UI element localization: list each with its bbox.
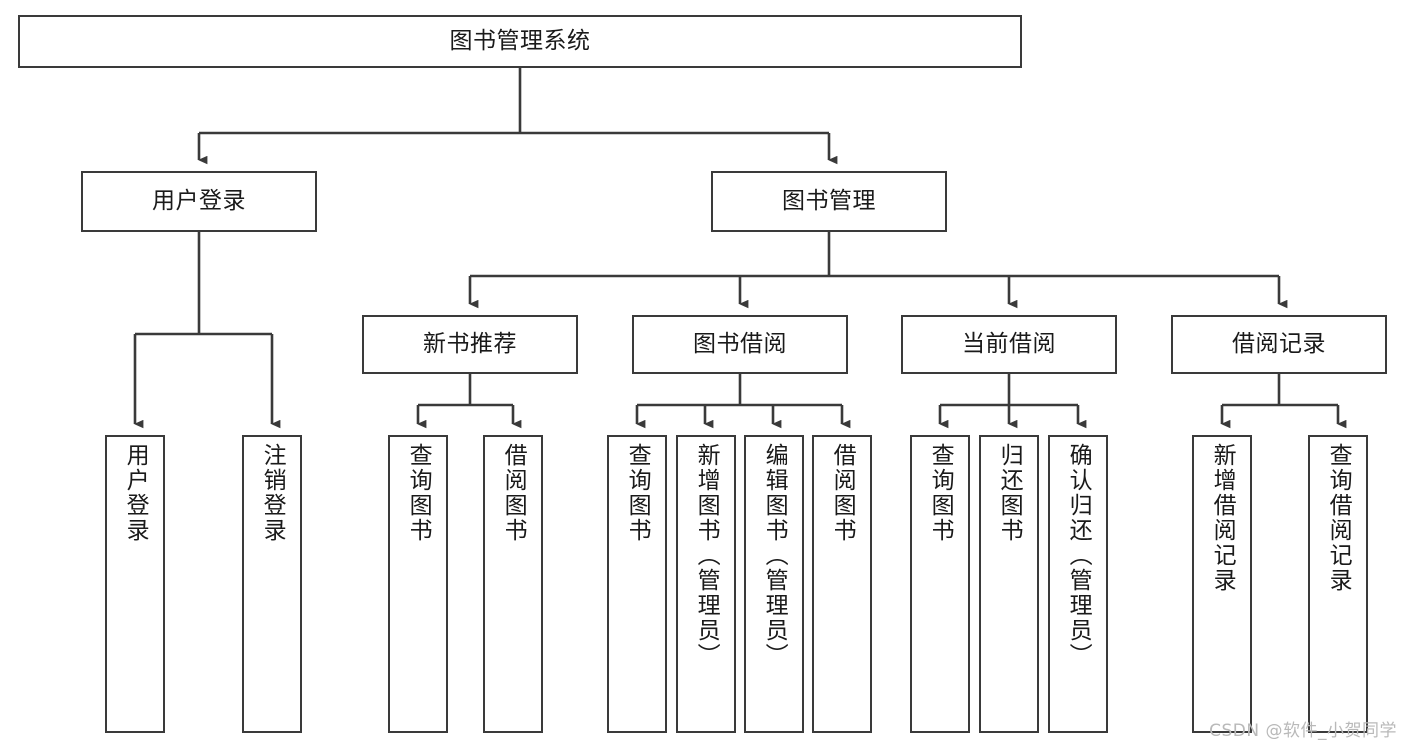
leaf-current-borrow-confirm-admin[interactable]: 确认归还（管理员） [1048,435,1108,733]
node-label: 新增借阅记录 [1209,443,1236,593]
leaf-new-book-query[interactable]: 查询图书 [388,435,448,733]
node-new-book-recommend[interactable]: 新书推荐 [362,315,578,374]
leaf-current-borrow-return[interactable]: 归还图书 [979,435,1039,733]
node-label: 确认归还（管理员） [1065,443,1092,668]
leaf-book-borrow-borrow[interactable]: 借阅图书 [812,435,872,733]
leaf-borrow-record-add[interactable]: 新增借阅记录 [1192,435,1252,733]
node-label: 用户登录 [122,443,149,543]
node-borrow-record[interactable]: 借阅记录 [1171,315,1387,374]
leaf-book-borrow-query[interactable]: 查询图书 [607,435,667,733]
leaf-user-login-signin[interactable]: 用户登录 [105,435,165,733]
node-label: 注销登录 [259,443,286,543]
leaf-book-borrow-edit-admin[interactable]: 编辑图书（管理员） [744,435,804,733]
node-label: 图书管理 [782,188,876,215]
node-root-book-management-system[interactable]: 图书管理系统 [18,15,1022,68]
node-label: 借阅记录 [1232,331,1326,358]
leaf-borrow-record-query[interactable]: 查询借阅记录 [1308,435,1368,733]
node-label: 编辑图书（管理员） [761,443,788,668]
node-label: 图书借阅 [693,331,787,358]
node-label: 查询图书 [927,443,954,543]
node-label: 新增图书（管理员） [693,443,720,668]
node-label: 新书推荐 [423,331,517,358]
node-book-borrow[interactable]: 图书借阅 [632,315,848,374]
node-label: 归还图书 [996,443,1023,543]
leaf-new-book-borrow[interactable]: 借阅图书 [483,435,543,733]
leaf-current-borrow-query[interactable]: 查询图书 [910,435,970,733]
node-current-borrow[interactable]: 当前借阅 [901,315,1117,374]
node-label: 查询图书 [624,443,651,543]
leaf-user-login-signout[interactable]: 注销登录 [242,435,302,733]
node-label: 借阅图书 [829,443,856,543]
node-label: 查询借阅记录 [1325,443,1352,593]
node-label: 图书管理系统 [449,28,591,55]
node-label: 用户登录 [152,188,246,215]
node-book-management[interactable]: 图书管理 [711,171,947,232]
node-user-login[interactable]: 用户登录 [81,171,317,232]
node-label: 查询图书 [405,443,432,543]
node-label: 借阅图书 [500,443,527,543]
csdn-watermark: CSDN @软件_小贺同学 [1209,721,1397,741]
leaf-book-borrow-add-admin[interactable]: 新增图书（管理员） [676,435,736,733]
node-label: 当前借阅 [962,331,1056,358]
